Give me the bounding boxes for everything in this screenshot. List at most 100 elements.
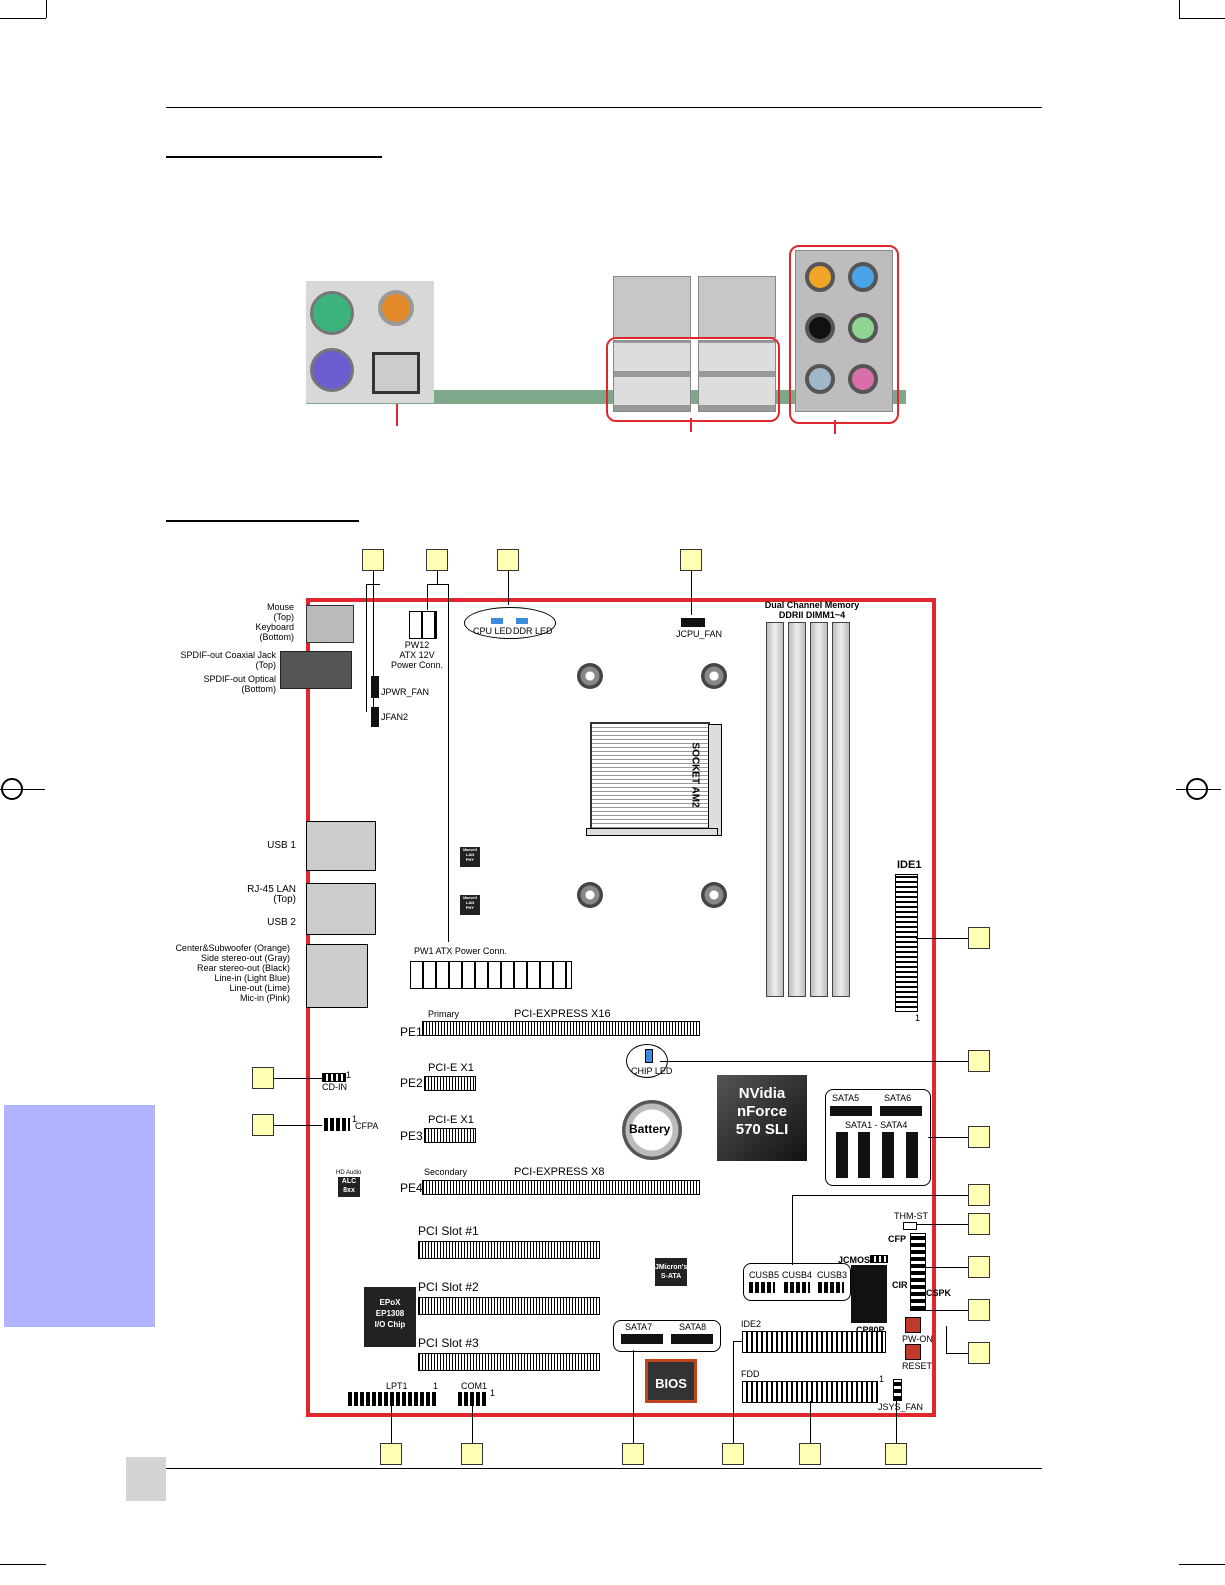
callout-line: [508, 571, 509, 605]
pcie-x16-slot: [422, 1021, 700, 1036]
sata8-connector: [671, 1334, 713, 1344]
callout-line: [437, 571, 438, 585]
cspk-label: CSPK: [926, 1288, 952, 1298]
bios-chip: BIOS: [645, 1359, 697, 1403]
callout-box: [968, 927, 990, 949]
cpu-led-label: CPU LED: [473, 626, 513, 636]
spdif-coaxial-label: SPDIF-out Coaxial Jack (Top): [180, 650, 276, 670]
pointer-line: [690, 418, 692, 432]
pcie-x8-label: PCI-EXPRESS X8: [514, 1166, 605, 1178]
callout-line: [946, 1353, 968, 1354]
alc-chip: ALC 8xx: [338, 1177, 360, 1197]
crop-mark: [46, 0, 47, 18]
com1-label: COM1: [461, 1381, 488, 1391]
lpt1-pin: 1: [433, 1381, 439, 1391]
hd-audio-label: HD Audio: [336, 1170, 362, 1176]
jsys-fan-label: JSYS_FAN: [878, 1402, 924, 1412]
pcie-x1-a-label: PCI-E X1: [428, 1062, 474, 1074]
jpwr-fan-label: JPWR_FAN: [381, 687, 430, 697]
mounting-hole-icon: [577, 663, 603, 689]
usb-group-highlight: [606, 337, 780, 422]
crop-mark: [0, 1564, 46, 1565]
callout-box: [968, 1184, 990, 1206]
callout-line: [916, 938, 968, 939]
rj45-port-2: [698, 276, 776, 338]
com1-pin: 1: [490, 1388, 496, 1398]
crop-mark: [1179, 1564, 1225, 1565]
pcie-x8-slot: [422, 1180, 700, 1195]
lan-phy-chip: Marvell LAN PHY: [460, 847, 480, 867]
callout-line: [946, 1326, 947, 1353]
callout-line: [391, 1406, 392, 1443]
pointer-line: [396, 404, 398, 426]
sata3-connector: [882, 1132, 894, 1178]
dimm-slot-3: [810, 622, 828, 997]
cpu-led-icon: [491, 618, 503, 624]
sata6-label: SATA6: [884, 1093, 912, 1103]
callout-box: [968, 1299, 990, 1321]
mounting-hole-icon: [701, 663, 727, 689]
callout-box: [968, 1050, 990, 1072]
cir-label: CIR: [892, 1280, 908, 1290]
dimm-slot-4: [832, 622, 850, 997]
socket-arm: [586, 828, 718, 836]
pw12-connector: [409, 611, 437, 639]
com1-header: [458, 1392, 486, 1406]
cusb4-label: CUSB4: [782, 1270, 813, 1280]
jfan2-header: [371, 707, 379, 727]
callout-box: [722, 1443, 744, 1465]
pci-slot-3: [418, 1353, 600, 1371]
callout-line: [928, 1137, 968, 1138]
socket-lever: [708, 724, 722, 836]
callout-box: [680, 549, 702, 571]
cd-in-header: [322, 1073, 346, 1082]
epox-io-chip: EPoX EP1308 I/O Chip: [364, 1287, 416, 1347]
led-oval: [464, 607, 556, 639]
reset-label: RESET: [902, 1361, 933, 1371]
callout-line: [660, 1061, 968, 1062]
mounting-hole-icon: [577, 882, 603, 908]
usb1-label: USB 1: [267, 840, 296, 851]
cfpa-label: CFPA: [355, 1121, 379, 1131]
sata7-label: SATA7: [625, 1322, 653, 1332]
thm-st-label: THM-ST: [894, 1211, 928, 1221]
callout-line: [366, 584, 380, 585]
ide2-connector: [742, 1331, 886, 1353]
cp80p-display: [851, 1265, 887, 1323]
cd-in-pin: 1: [346, 1070, 352, 1080]
pw12-label: PW12 ATX 12V Power Conn.: [390, 640, 444, 670]
audio-jack-lime: [848, 313, 878, 343]
pe2-label: PE2: [400, 1076, 423, 1090]
pci-slot-1: [418, 1241, 600, 1259]
pe1-label: PE1: [400, 1025, 423, 1039]
lpt1-header: [348, 1392, 436, 1406]
socket-label: SOCKET AM2: [689, 742, 701, 808]
callout-line: [366, 584, 367, 712]
sata8-label: SATA8: [679, 1322, 707, 1332]
callout-box: [461, 1443, 483, 1465]
jcpu-fan-header: [681, 618, 705, 627]
callout-line: [792, 1195, 793, 1265]
sata6-connector: [880, 1106, 922, 1116]
section-heading-underline: [166, 156, 382, 158]
lan-usb2-connector: [306, 883, 376, 935]
fdd-connector: [742, 1381, 878, 1403]
secondary-label: Secondary: [424, 1167, 468, 1177]
usb2-label: USB 2: [267, 917, 296, 928]
pw-on-switch: [905, 1317, 921, 1333]
usb-stack-1: [613, 340, 691, 412]
nvidia-chipset: NVidia nForce 570 SLI: [717, 1075, 807, 1161]
spdif-optical-port: [372, 352, 420, 394]
sata7-connector: [621, 1334, 663, 1344]
cfpa-pin: 1: [352, 1114, 358, 1124]
spdif-coaxial-jack: [378, 290, 414, 326]
callout-line: [448, 584, 449, 942]
cfpa-header: [324, 1118, 350, 1131]
sata-group-outline: [825, 1089, 931, 1186]
ide1-connector: [895, 874, 918, 1012]
callout-box: [968, 1256, 990, 1278]
chapter-tab: [4, 1105, 155, 1327]
crop-mark: [0, 18, 46, 19]
spdif-optical-label: SPDIF-out Optical (Bottom): [203, 674, 276, 694]
pointer-line: [834, 420, 836, 434]
